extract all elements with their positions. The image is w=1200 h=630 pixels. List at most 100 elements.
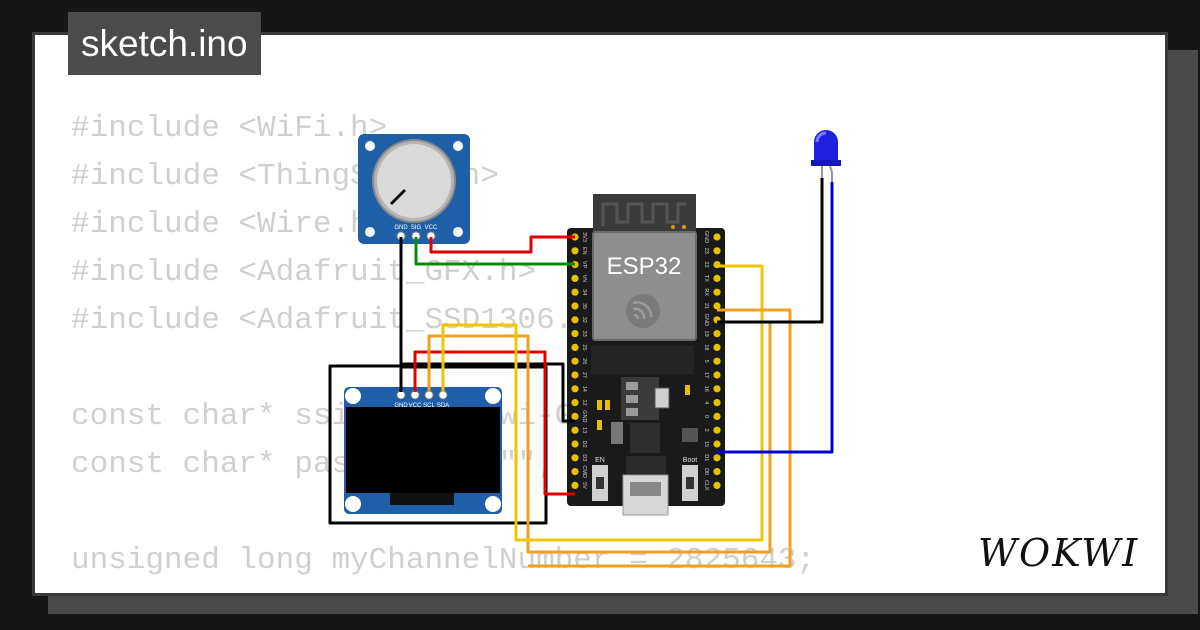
wire-led-cathode (717, 178, 824, 324)
pin-label: 2 (703, 429, 709, 432)
pin-label: 19 (703, 331, 709, 337)
pin-label: 5 (703, 360, 709, 363)
en-button[interactable]: EN (592, 457, 608, 501)
wire-led-anode (717, 182, 834, 454)
filename-tab[interactable]: sketch.ino (68, 12, 261, 75)
pin-gnd[interactable] (571, 412, 579, 420)
pot-pin-label: SIG (411, 225, 422, 231)
pin-19[interactable] (713, 330, 721, 338)
pot-pin-label: VCC (425, 225, 438, 231)
pin-d2[interactable] (571, 440, 579, 448)
pin-label: 21 (703, 303, 709, 309)
pin-5[interactable] (713, 357, 721, 365)
pin-label: 32 (581, 317, 587, 323)
pin-label: CLK (703, 480, 709, 491)
pin-gnd[interactable] (713, 233, 721, 241)
wires (328, 178, 834, 568)
pin-label: 18 (703, 344, 709, 350)
code-line: #include <Adafruit_GFX.h> (71, 255, 537, 290)
wire-pot-gnd (399, 237, 575, 423)
oled-pin[interactable] (396, 390, 406, 400)
pin-d0[interactable] (713, 468, 721, 476)
pin-label: 0 (703, 415, 709, 418)
wire-pot-vcc (429, 235, 575, 254)
pin-label: VP (581, 261, 587, 269)
oled-pin-label: GND (394, 403, 408, 409)
svg-text:WOKWI: WOKWI (978, 531, 1139, 575)
pin-16[interactable] (713, 385, 721, 393)
pin-label: 27 (581, 372, 587, 378)
wire-oled-sda (441, 264, 764, 542)
pin-21[interactable] (713, 302, 721, 310)
usb-port (622, 456, 669, 516)
pin-label: 4 (703, 401, 709, 404)
pin-label: TX (703, 275, 709, 282)
pin-13[interactable] (571, 426, 579, 434)
pin-label: 26 (581, 358, 587, 364)
blue-led[interactable] (811, 130, 841, 182)
pin-27[interactable] (571, 371, 579, 379)
pin-35[interactable] (571, 302, 579, 310)
pin-label: VN (581, 275, 587, 283)
pin-cmd[interactable] (571, 468, 579, 476)
boot-button[interactable]: Boot (682, 457, 698, 501)
pin-26[interactable] (571, 357, 579, 365)
pin-label: 23 (703, 248, 709, 254)
pin-label: 25 (581, 344, 587, 350)
pin-34[interactable] (571, 288, 579, 296)
pin-label: 17 (703, 372, 709, 378)
pin-vn[interactable] (571, 274, 579, 282)
pin-label: 15 (703, 441, 709, 447)
wire-oled-scl-2 (528, 308, 792, 568)
pin-label: GND (703, 314, 709, 326)
pin-rx[interactable] (713, 288, 721, 296)
pin-label: CMD (581, 465, 587, 478)
pin-label: 3V3 (581, 232, 587, 242)
pin-label: EN (581, 247, 587, 255)
espressif-logo-icon (626, 294, 660, 328)
esp32-label: ESP32 (607, 253, 682, 280)
pin-25[interactable] (571, 343, 579, 351)
pin-0[interactable] (713, 412, 721, 420)
pin-label: 33 (581, 331, 587, 337)
code-line: #include <Adafruit_SSD1306.h> (71, 303, 611, 338)
pin-d1[interactable] (713, 454, 721, 462)
pin-17[interactable] (713, 371, 721, 379)
pin-5v[interactable] (571, 481, 579, 489)
oled-pin-label: SCL (423, 403, 435, 409)
pin-label: 22 (703, 262, 709, 268)
pin-14[interactable] (571, 385, 579, 393)
svg-text:Boot: Boot (683, 457, 697, 464)
oled-pin-label: VCC (409, 403, 422, 409)
pin-label: 13 (581, 427, 587, 433)
oled-pin[interactable] (438, 390, 448, 400)
pin-32[interactable] (571, 316, 579, 324)
svg-text:EN: EN (595, 457, 605, 464)
oled-pin-label: SDA (437, 403, 449, 409)
pin-en[interactable] (571, 247, 579, 255)
pin-2[interactable] (713, 426, 721, 434)
pin-label: RX (703, 288, 709, 296)
pin-label: 5V (581, 482, 587, 489)
pin-33[interactable] (571, 330, 579, 338)
pin-label: 35 (581, 303, 587, 309)
oled-pin[interactable] (410, 390, 420, 400)
pin-label: D2 (581, 440, 587, 447)
pin-label: 16 (703, 386, 709, 392)
pin-tx[interactable] (713, 274, 721, 282)
pin-12[interactable] (571, 399, 579, 407)
pin-4[interactable] (713, 399, 721, 407)
pin-d3[interactable] (571, 454, 579, 462)
esp32-board[interactable]: ESP32 EN Boot (567, 194, 725, 516)
pot-pin-label: GND (394, 225, 408, 231)
pin-15[interactable] (713, 440, 721, 448)
pin-18[interactable] (713, 343, 721, 351)
pin-23[interactable] (713, 247, 721, 255)
pin-clk[interactable] (713, 481, 721, 489)
oled-pin[interactable] (424, 390, 434, 400)
